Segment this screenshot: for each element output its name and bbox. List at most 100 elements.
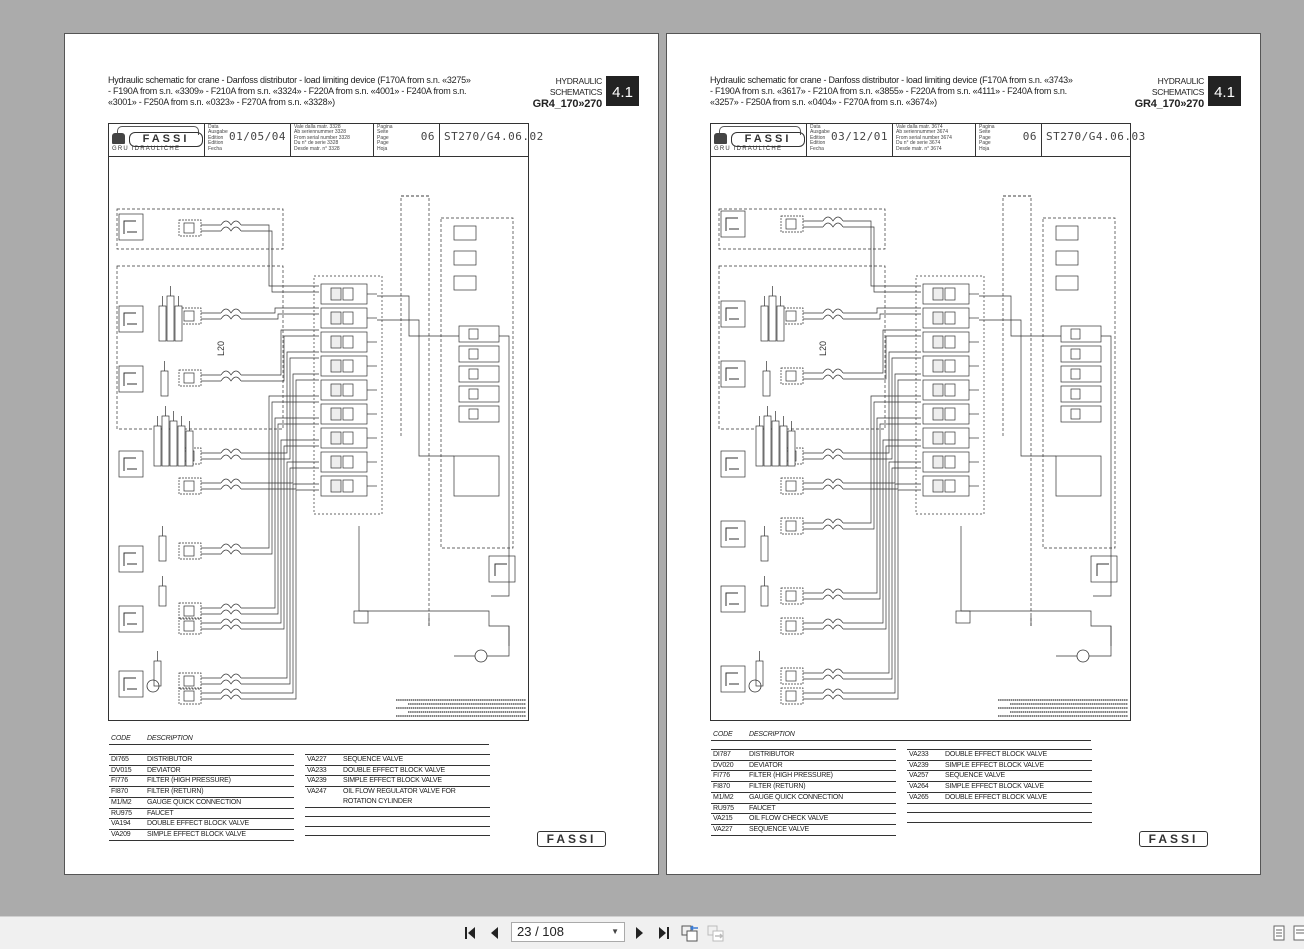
part-code: FI870 bbox=[713, 783, 730, 791]
date-label: Fecha bbox=[810, 145, 824, 152]
date-label: Edition bbox=[208, 134, 224, 141]
serial-line: Du n° de serie 3674 bbox=[896, 140, 941, 147]
part-code: VA227 bbox=[307, 756, 327, 763]
page-label: Page bbox=[377, 134, 389, 141]
logo-hose-graphic bbox=[719, 126, 801, 135]
part-description: DOUBLE EFFECT BLOCK VALVE bbox=[945, 793, 1047, 801]
crane-function-symbol-icon bbox=[720, 210, 746, 238]
page-indicator: 23 / 108 bbox=[517, 924, 564, 939]
hydraulic-line bbox=[178, 483, 319, 705]
sheet-page-number: 06 bbox=[1022, 130, 1037, 143]
legend-row-empty bbox=[305, 817, 490, 827]
part-code: VA215 bbox=[713, 815, 733, 823]
hydraulic-line bbox=[178, 395, 319, 560]
page-label: Hoja bbox=[979, 145, 990, 152]
two-page-view-icon[interactable] bbox=[1292, 925, 1304, 941]
part-code: FI776 bbox=[713, 772, 730, 780]
part-code: M1/M2 bbox=[111, 798, 132, 806]
title-line: - F190A from s.n. «3309» - F210A from s.… bbox=[108, 86, 467, 96]
legend-row: M1/M2 GAUGE QUICK CONNECTION bbox=[109, 798, 294, 809]
date-label: Edition bbox=[208, 140, 224, 147]
right-valve-block bbox=[979, 225, 1112, 597]
part-description: DISTRIBUTOR bbox=[147, 756, 193, 763]
part-description: GAUGE QUICK CONNECTION bbox=[147, 798, 241, 806]
part-description: SEQUENCE VALVE bbox=[945, 772, 1005, 780]
title-line: Hydraulic schematic for crane - Danfoss … bbox=[710, 75, 1073, 85]
description-column-header: DESCRIPTION bbox=[147, 735, 193, 742]
chevron-down-icon[interactable]: ▼ bbox=[611, 927, 619, 936]
serial-line: Du n° de serie 3328 bbox=[294, 140, 339, 147]
part-code: VA247 bbox=[307, 788, 327, 796]
page-number-input[interactable]: 23 / 108 ▼ bbox=[511, 922, 625, 942]
hydraulic-line bbox=[780, 307, 921, 325]
dashed-group-boundaries bbox=[718, 195, 1116, 626]
part-description: DOUBLE EFFECT BLOCK VALVE bbox=[343, 766, 445, 774]
part-description: FILTER (RETURN) bbox=[147, 788, 204, 796]
crane-function-symbol-icon bbox=[720, 520, 746, 548]
part-description: SEQUENCE VALVE bbox=[343, 756, 403, 763]
title-line: «3257» - F250A from s.n. «0404» - F270A … bbox=[710, 97, 937, 107]
part-description: DISTRIBUTOR bbox=[749, 751, 795, 758]
page-label: Pagina bbox=[377, 124, 393, 130]
document-code-cell: ST270/G4.06.03 bbox=[1042, 124, 1145, 156]
hydraulic-line bbox=[178, 351, 319, 465]
footer-fassi-logo: FASSI bbox=[1139, 831, 1208, 847]
section-number: 4.1 bbox=[606, 76, 639, 106]
hydraulic-line bbox=[780, 483, 921, 705]
part-code: DV020 bbox=[713, 761, 734, 769]
page-label: Page bbox=[979, 140, 991, 147]
part-code: VA239 bbox=[909, 761, 929, 769]
title-line: - F190A from s.n. «3617» - F210A from s.… bbox=[710, 86, 1067, 96]
crane-function-symbol-icon bbox=[720, 360, 746, 388]
part-description: FAUCET bbox=[147, 809, 174, 817]
single-page-view-icon[interactable] bbox=[1270, 925, 1288, 941]
page-label: Seite bbox=[377, 129, 389, 136]
hydraulic-line bbox=[178, 219, 319, 293]
part-code: DI765 bbox=[111, 756, 129, 763]
next-page-icon[interactable] bbox=[630, 925, 648, 941]
previous-page-icon[interactable] bbox=[486, 925, 504, 941]
hydraulic-line bbox=[780, 215, 921, 293]
part-description: OIL FLOW CHECK VALVE bbox=[749, 815, 829, 823]
model-range: GR4_170»270 bbox=[1134, 98, 1205, 110]
part-code: VA194 bbox=[111, 820, 131, 828]
date-label: Ausgabe bbox=[810, 129, 830, 136]
hydraulic-line bbox=[780, 439, 921, 635]
part-code: DV015 bbox=[111, 766, 132, 774]
hydraulic-line bbox=[178, 439, 319, 635]
part-code: VA209 bbox=[111, 830, 131, 838]
crane-function-symbol-icon bbox=[720, 450, 746, 478]
date-label: Edition bbox=[810, 134, 826, 141]
next-view-icon[interactable] bbox=[706, 924, 726, 942]
previous-view-icon[interactable] bbox=[680, 924, 700, 942]
crane-function-symbol-icon bbox=[118, 605, 144, 633]
last-page-icon[interactable] bbox=[654, 925, 672, 941]
first-page-icon[interactable] bbox=[462, 925, 480, 941]
legend-row-empty bbox=[907, 804, 1092, 814]
part-description: FILTER (HIGH PRESSURE) bbox=[147, 777, 231, 785]
document-code: ST270/G4.06.02 bbox=[444, 130, 544, 143]
part-description: FILTER (HIGH PRESSURE) bbox=[749, 772, 833, 780]
description-column-header: DESCRIPTION bbox=[749, 731, 795, 738]
hydraulic-schematic-drawing: L20 bbox=[116, 195, 526, 717]
part-code: VA265 bbox=[909, 793, 929, 801]
section-label: HYDRAULIC bbox=[555, 76, 603, 86]
schematic-notes bbox=[396, 699, 526, 717]
legend-row: VA265 DOUBLE EFFECT BLOCK VALVE bbox=[907, 793, 1092, 804]
